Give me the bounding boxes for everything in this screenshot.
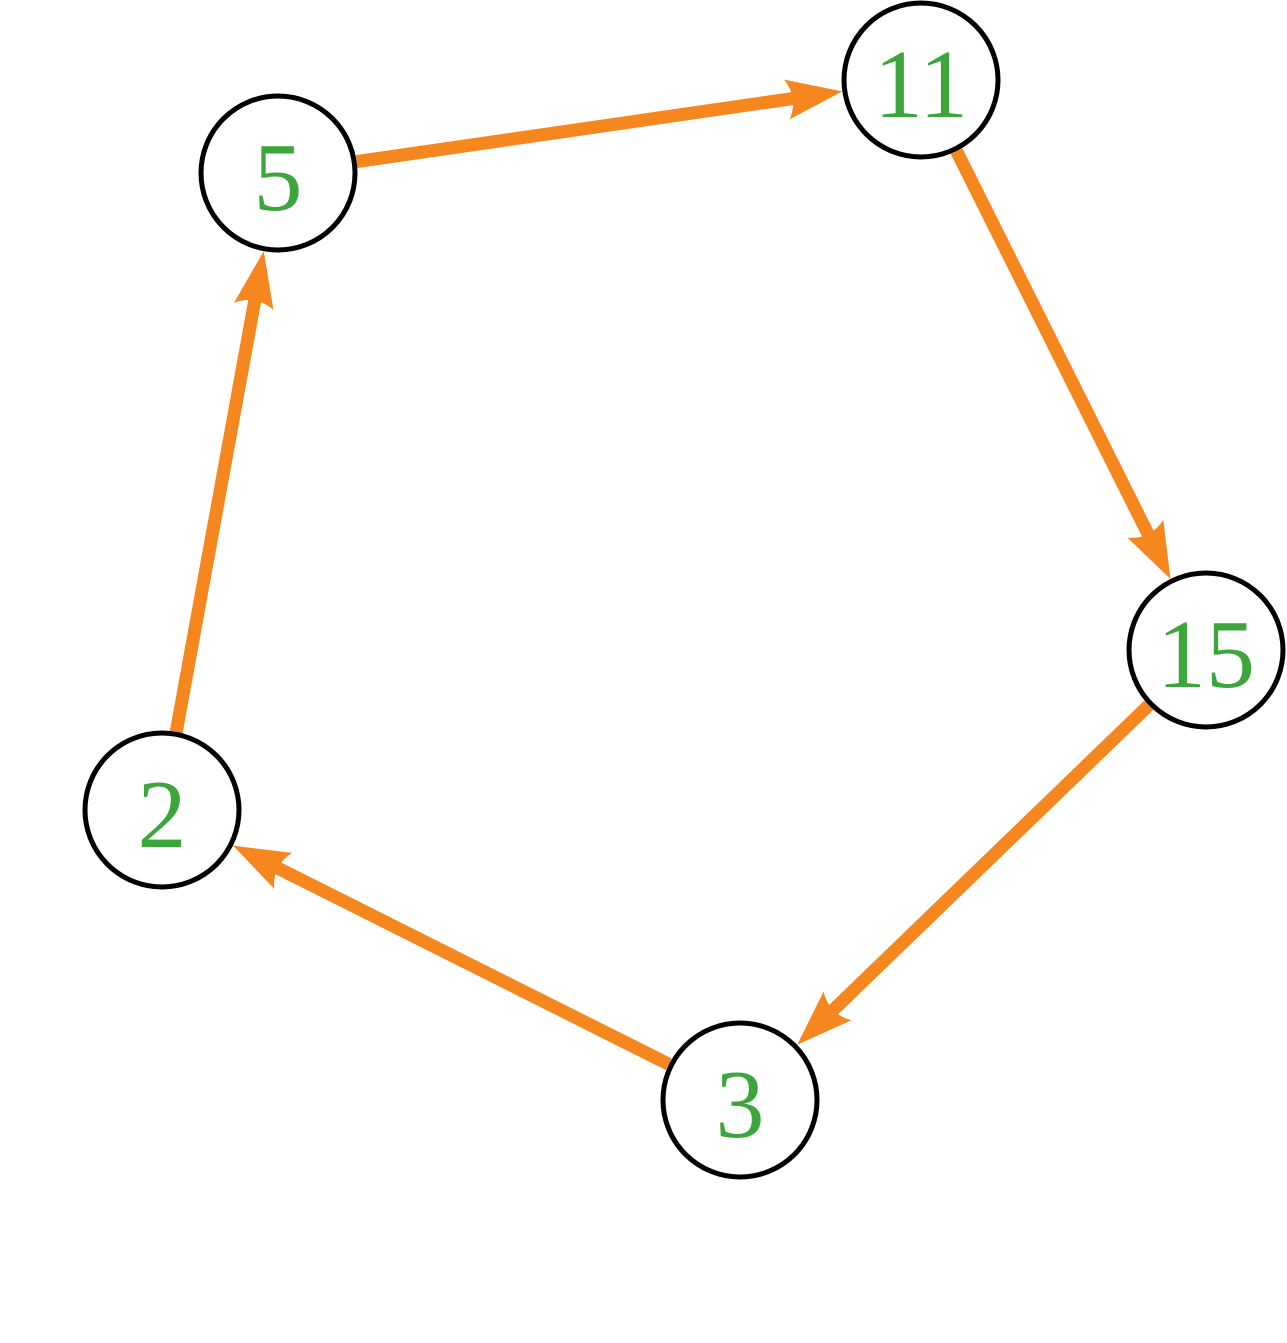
node-circle-15 bbox=[1126, 570, 1286, 730]
node-label-15: 15 bbox=[1157, 601, 1255, 709]
node-circle-5 bbox=[198, 93, 358, 253]
node-label-2: 2 bbox=[138, 761, 187, 869]
node-label-11: 11 bbox=[874, 31, 968, 139]
node-circle-3 bbox=[660, 1020, 820, 1180]
graph-node-15: 15 bbox=[1126, 570, 1286, 730]
edge-11-to-15 bbox=[950, 148, 1171, 579]
graph-node-2: 2 bbox=[82, 730, 242, 890]
node-label-3: 3 bbox=[716, 1051, 765, 1159]
edge-2-to-5 bbox=[169, 251, 274, 733]
graph-node-5: 5 bbox=[198, 93, 358, 253]
node-circle-11 bbox=[841, 0, 1001, 160]
edge-5-to-11 bbox=[355, 79, 843, 169]
graph-node-3: 3 bbox=[660, 1020, 820, 1180]
node-label-5: 5 bbox=[254, 124, 303, 232]
edge-3-to-2 bbox=[233, 845, 672, 1071]
graph-node-11: 11 bbox=[841, 0, 1001, 160]
node-circle-2 bbox=[82, 730, 242, 890]
edge-15-to-3 bbox=[797, 700, 1154, 1045]
